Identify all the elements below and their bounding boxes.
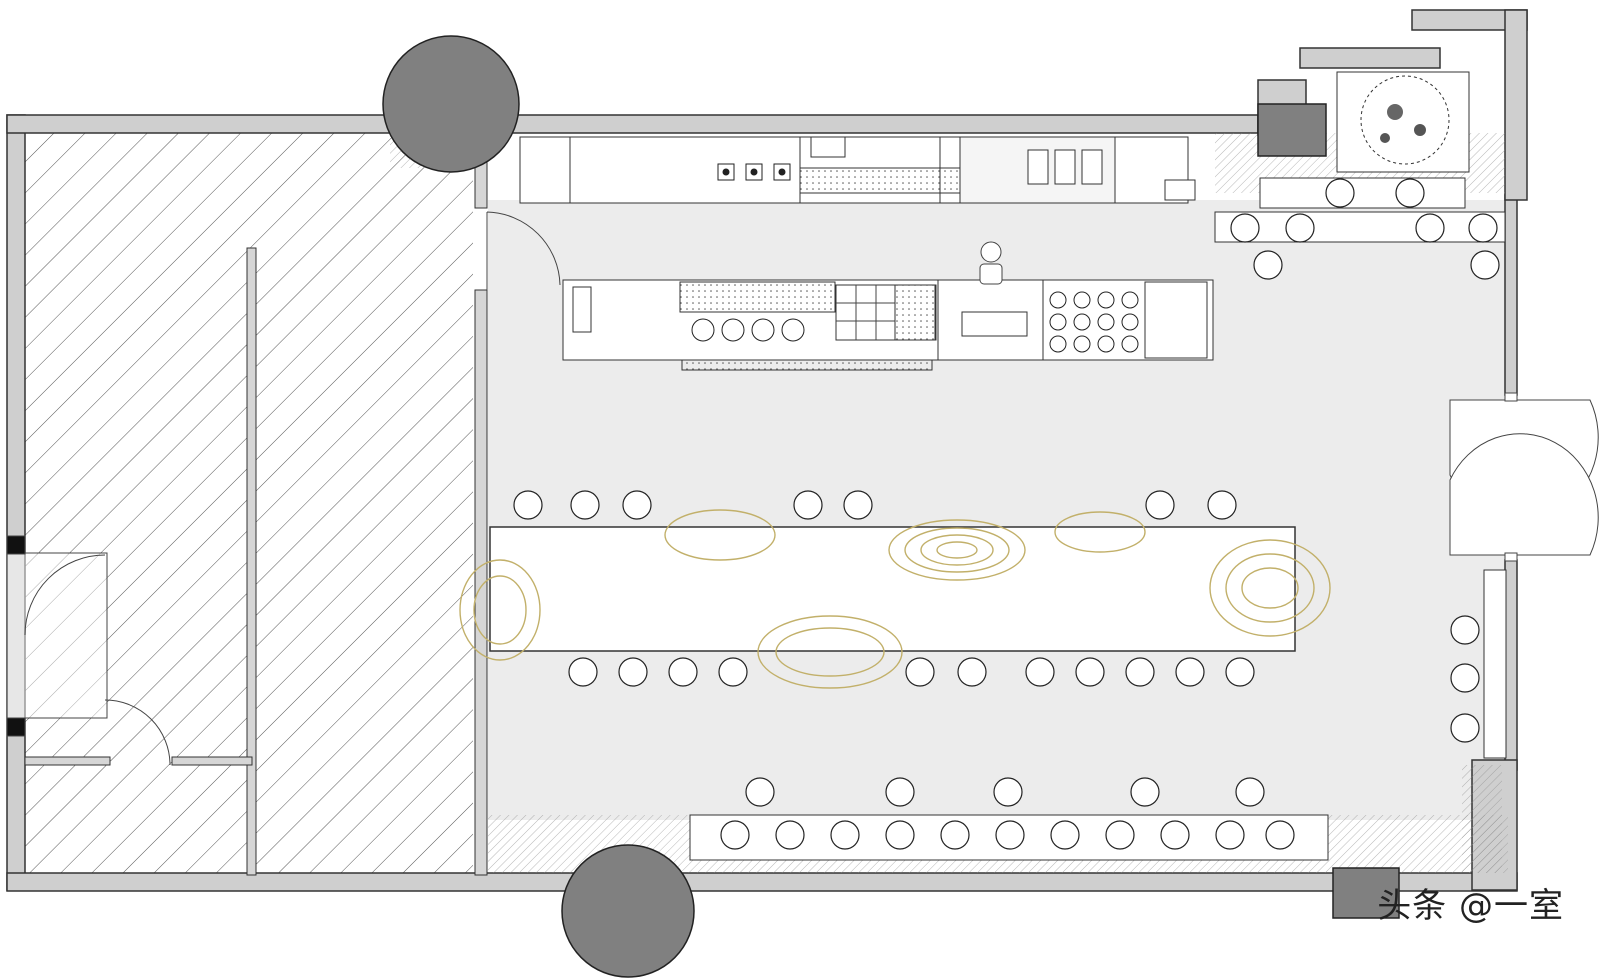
planter: [1336, 71, 1470, 173]
column-bottom: [561, 844, 695, 978]
stools: [513, 178, 1500, 850]
structural-columns: [382, 35, 1400, 978]
communal-table: [459, 509, 1331, 689]
interior-walls: [24, 132, 488, 876]
window-bar-top: [1259, 177, 1466, 209]
staff-figure: [979, 241, 1003, 285]
kitchen-door: [486, 211, 561, 290]
column-top: [382, 35, 520, 173]
back-counter-burners: [717, 163, 791, 181]
back-counter: [519, 136, 1196, 204]
watermark-text: 头条 @一室: [1377, 886, 1564, 926]
window-bar-right: [1483, 569, 1507, 759]
front-counter-tray-grid: [836, 285, 895, 340]
front-counter: [562, 279, 1214, 371]
window-bar-top-2: [1214, 211, 1506, 243]
side-door: [6, 535, 171, 766]
main-entrance-doors: [1449, 392, 1599, 562]
front-counter-rings: [691, 291, 1139, 353]
